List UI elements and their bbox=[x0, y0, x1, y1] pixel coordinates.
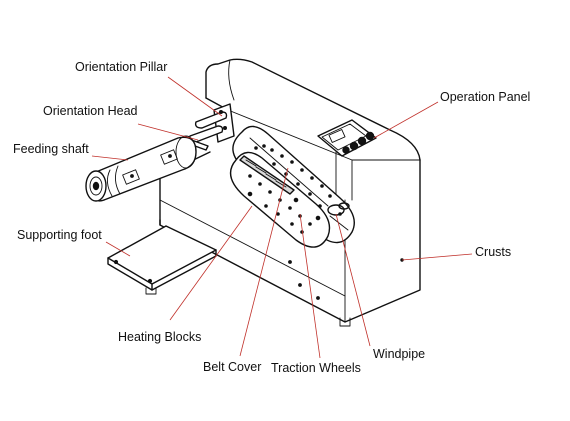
label-orientation-head: Orientation Head bbox=[43, 104, 138, 118]
leader-orientation-pillar bbox=[167, 76, 223, 117]
leader-heating-blocks bbox=[169, 205, 253, 321]
leader-supporting-foot bbox=[105, 241, 131, 257]
traction-wheels bbox=[327, 202, 350, 231]
label-belt-cover: Belt Cover bbox=[203, 360, 262, 374]
orientation-assembly bbox=[183, 103, 235, 151]
leader-operation-panel bbox=[373, 101, 439, 139]
label-windpipe: Windpipe bbox=[373, 347, 426, 361]
operation-panel bbox=[317, 119, 377, 157]
label-heating-blocks: Heating Blocks bbox=[118, 330, 202, 344]
leader-crusts bbox=[401, 253, 473, 261]
feeding-shaft bbox=[85, 135, 197, 202]
label-operation-panel: Operation Panel bbox=[440, 90, 531, 104]
leader-traction-wheels bbox=[299, 213, 321, 359]
leader-orientation-head bbox=[137, 123, 199, 141]
label-crusts: Crusts bbox=[475, 245, 512, 259]
leader-windpipe bbox=[335, 213, 371, 347]
supporting-foot bbox=[107, 225, 217, 295]
leader-belt-cover bbox=[239, 167, 289, 357]
label-feeding-shaft: Feeding shaft bbox=[13, 142, 89, 156]
label-supporting-foot: Supporting foot bbox=[17, 228, 102, 242]
crust-housing bbox=[159, 58, 421, 323]
air-cushion-machine bbox=[85, 58, 421, 327]
heating-blocks bbox=[239, 155, 295, 195]
label-orientation-pillar: Orientation Pillar bbox=[75, 60, 168, 74]
leader-lines bbox=[91, 76, 473, 359]
leader-feeding-shaft bbox=[91, 155, 129, 161]
label-traction-wheels: Traction Wheels bbox=[271, 361, 361, 375]
